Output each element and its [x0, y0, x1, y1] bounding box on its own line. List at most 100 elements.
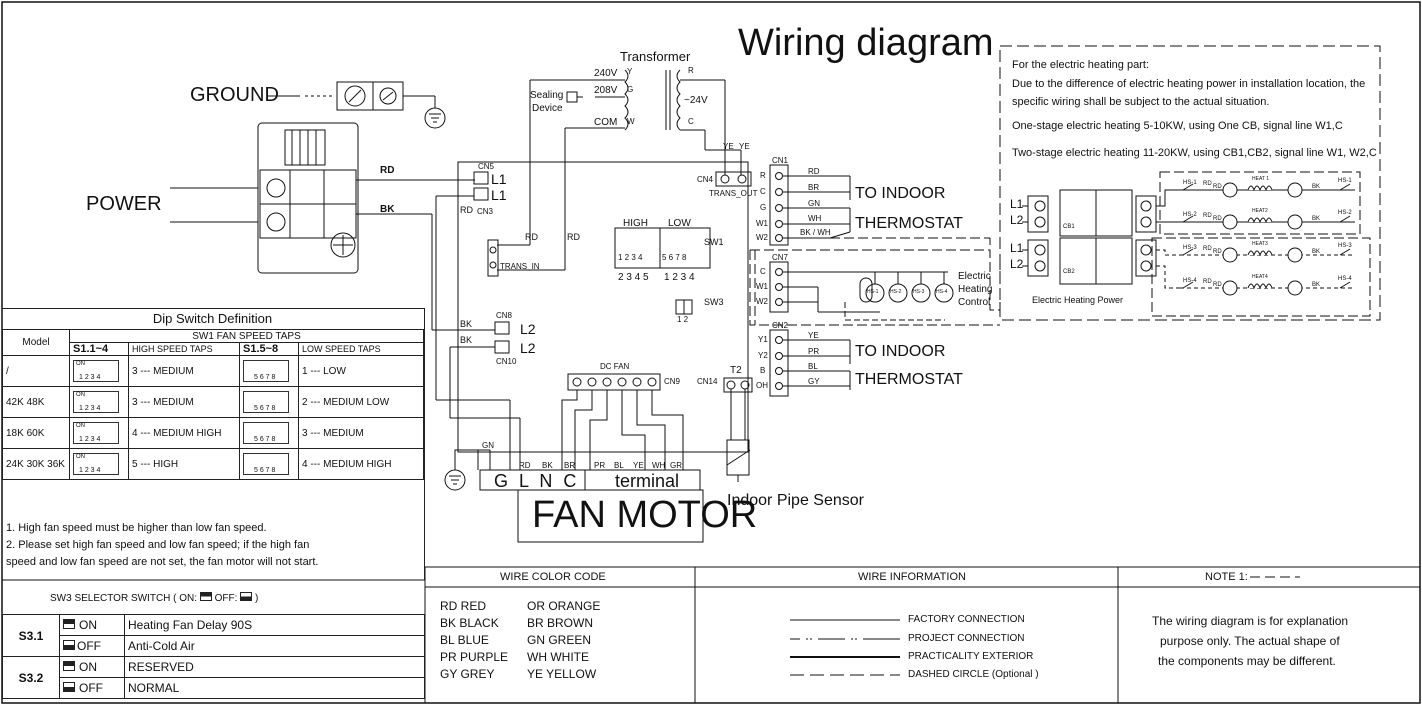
l1b-label: L1	[491, 187, 507, 203]
cn1-label: CN1	[772, 156, 789, 165]
transformer-sec-c: C	[688, 117, 694, 126]
sw3-title-text: SW3 SELECTOR SWITCH ( ON:	[50, 593, 198, 604]
wire-color-r-2: BR BROWN	[527, 616, 593, 630]
sw3-group-1: S3.1	[2, 614, 60, 657]
dip-table-title: Dip Switch Definition	[152, 311, 273, 326]
wire-color-r-1: OR ORANGE	[527, 599, 601, 613]
page-title: Wiring diagram	[738, 22, 994, 64]
cn1-pin-g: G	[760, 203, 767, 212]
note-line-2: purpose only. The actual shape of	[1160, 634, 1340, 648]
dip-nums: 1 2 3 4	[79, 374, 101, 381]
dip-note-3: speed and low fan speed are not set, the…	[6, 556, 319, 568]
heat-row-2-bk: BK	[1312, 216, 1321, 222]
dip-row-2-s5: 5 6 7 8	[239, 386, 299, 418]
cn9-label: CN9	[664, 377, 681, 386]
cn2-label: CN2	[772, 321, 789, 330]
cn7-hs4: HS-4	[936, 289, 948, 295]
cn3-label: CN3	[477, 207, 494, 216]
heat-row-1-rd1: RD	[1203, 181, 1212, 187]
dip-switch-icon: ON 1 2 3 4	[73, 360, 119, 382]
motor-wire-ye: YE	[633, 461, 644, 470]
dip-row-1-high: 3 --- MEDIUM	[128, 355, 240, 387]
dip-row-2-low: 2 --- MEDIUM LOW	[298, 386, 424, 418]
cn1-to-indoor: TO INDOOR	[855, 185, 946, 202]
wire-color-r-4: WH WHITE	[527, 650, 589, 664]
sw3-row-1-desc: Heating Fan Delay 90S	[124, 614, 425, 636]
transformer-tap-w: W	[627, 117, 635, 126]
heating-cb1: CB1	[1063, 224, 1075, 230]
heat-row-3-hs: HS-3	[1183, 245, 1197, 251]
note-line-1: The wiring diagram is for explanation	[1152, 614, 1349, 628]
cn1-pin-c: C	[760, 187, 766, 196]
dip-row-3-high: 4 --- MEDIUM HIGH	[128, 417, 240, 449]
trans-in-label: TRANS_IN	[500, 262, 540, 271]
dip-model-header: Model	[2, 329, 70, 356]
heat-row-3-bk: BK	[1312, 249, 1321, 255]
sw3-selector-table: SW3 SELECTOR SWITCH ( ON: OFF: ) S3.1 ON…	[2, 580, 425, 703]
heat-row-1-hs2: HS-1	[1338, 178, 1352, 184]
cn1-pin-w2: W2	[756, 233, 768, 242]
dip-row-1-s1: ON 1 2 3 4	[69, 355, 129, 387]
sw3-title: SW3 SELECTOR SWITCH ( ON: OFF: )	[50, 592, 258, 604]
dip-row-4-model: 24K 30K 36K	[2, 448, 70, 480]
wire-info-3: PRACTICALITY EXTERIOR	[908, 651, 1034, 662]
sw3-row-3-state-text: ON	[79, 660, 97, 674]
table-row: S3.2 ON RESERVED	[2, 656, 425, 699]
cn1-pin-w1: W1	[756, 219, 768, 228]
heat-row-3-hs2: HS-3	[1338, 243, 1352, 249]
table-row: S3.1 ON Heating Fan Delay 90S	[2, 614, 425, 657]
heating-power-label: Electric Heating Power	[1032, 295, 1124, 305]
heat-row-4-bk: BK	[1312, 282, 1321, 288]
sw3-nums: 1 2	[677, 315, 689, 324]
heat-row-4-rd1: RD	[1203, 279, 1212, 285]
on-symbol-icon	[63, 661, 75, 671]
sw1-high-label: HIGH	[623, 218, 648, 229]
heat-row-1-hs: HS-1	[1183, 180, 1197, 186]
indoor-pipe-sensor-label: Indoor Pipe Sensor	[727, 492, 864, 509]
sw1-nums-a: 1 2 3 4	[618, 253, 643, 262]
sw3-row-4-state-text: OFF	[79, 681, 103, 695]
sw3-row-1-state-text: ON	[79, 618, 97, 632]
heating-line-3: One-stage electric heating 5-10KW, using…	[1012, 120, 1343, 132]
heat-row-2-hs: HS-2	[1183, 212, 1197, 218]
motor-glnc: G L N C	[494, 471, 580, 491]
sw1-nums-b: 5 6 7 8	[662, 253, 687, 262]
heat-row-1-rd2: RD	[1213, 184, 1222, 190]
heating-l2b: L2	[1010, 257, 1024, 271]
table-row: OFF NORMAL	[3, 677, 425, 699]
heating-l2a: L2	[1010, 213, 1024, 227]
sw3-row-1-state: ON	[59, 614, 125, 636]
cn8-label: CN8	[496, 311, 513, 320]
dip-row-4-low: 4 --- MEDIUM HIGH	[298, 448, 424, 480]
note-header: NOTE 1:	[1205, 571, 1248, 583]
cn2-pin-b: B	[760, 366, 766, 375]
cn2-wire-bl: BL	[808, 362, 818, 371]
cn2-wire-ye: YE	[808, 331, 819, 340]
sw1-low-label: LOW	[668, 218, 691, 229]
off-symbol-icon	[63, 682, 75, 692]
power-rd-label: RD	[380, 165, 395, 176]
wire-color-r-5: YE YELLOW	[527, 667, 597, 681]
note-line-3: the components may be different.	[1158, 654, 1336, 668]
cn2-pin-y2: Y2	[758, 351, 768, 360]
heating-row-elements	[1180, 182, 1355, 296]
motor-wire-bk: BK	[542, 461, 553, 470]
cn2-wire-gy: GY	[808, 377, 820, 386]
dip-nums: 1 2 3 4	[79, 405, 101, 412]
sealing-device-label-2: Device	[532, 103, 563, 114]
dip-on-text: ON	[76, 361, 85, 367]
dc-fan-label: DC FAN	[600, 362, 630, 371]
transformer-240v: 240V	[594, 68, 618, 79]
wire-color-r-3: GN GREEN	[527, 633, 592, 647]
transformer-tap-g: G	[627, 85, 634, 94]
heat-row-4-hs2: HS-4	[1338, 276, 1352, 282]
cn5-label: CN5	[478, 162, 495, 171]
dip-nums: 5 6 7 8	[254, 436, 276, 443]
